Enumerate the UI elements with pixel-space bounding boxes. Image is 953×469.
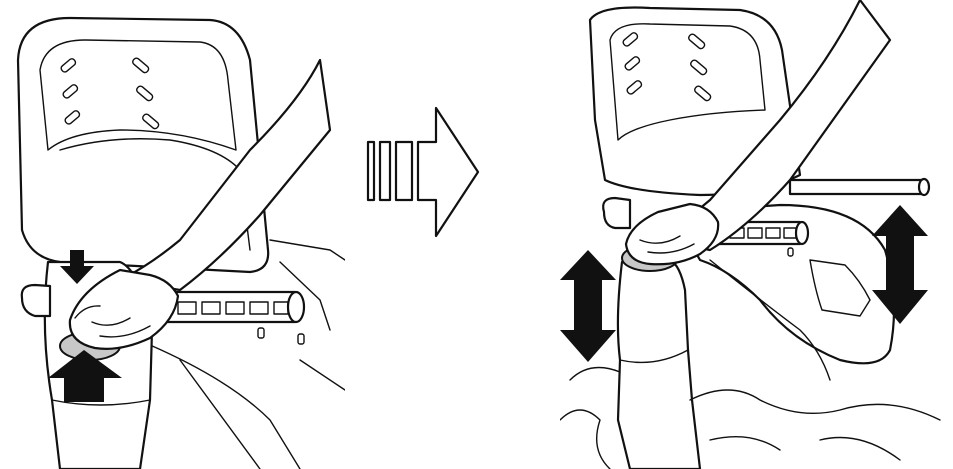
- step-before-panel: [0, 0, 345, 469]
- step-after-illustration: [560, 0, 953, 469]
- strap-sleeve: [618, 260, 700, 469]
- arrow-right-outline-icon: [360, 90, 485, 250]
- transition-arrow: [360, 90, 485, 250]
- adjust-height-arrow-left: [560, 250, 616, 362]
- upper-frame-rod: [790, 179, 929, 195]
- base-frame: [150, 345, 345, 469]
- side-knob: [22, 285, 50, 316]
- step-before-illustration: [0, 0, 345, 469]
- step-after-panel: [560, 0, 953, 469]
- side-knob: [603, 198, 630, 228]
